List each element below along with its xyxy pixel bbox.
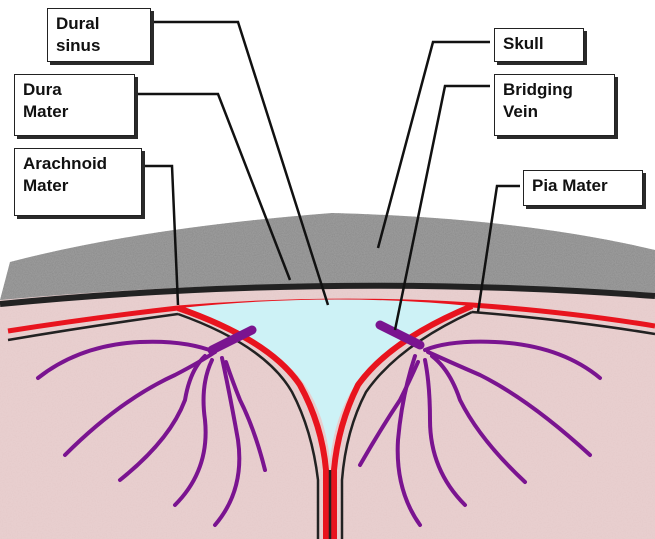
label-dura-mater: Dura Mater: [14, 74, 135, 136]
label-pia-mater: Pia Mater: [523, 170, 643, 206]
label-arachnoid-mater-line-1: Arachnoid: [23, 153, 133, 175]
label-bridging-vein-line-1: Bridging: [503, 79, 606, 101]
label-bridging-vein-line-2: Vein: [503, 101, 606, 123]
label-dural-sinus-line-2: sinus: [56, 35, 142, 57]
label-skull-line-1: Skull: [503, 33, 575, 55]
label-dura-mater-line-1: Dura: [23, 79, 126, 101]
label-pia-mater-line-1: Pia Mater: [532, 175, 634, 197]
label-bridging-vein: Bridging Vein: [494, 74, 615, 136]
label-arachnoid-mater-line-2: Mater: [23, 175, 133, 197]
label-dural-sinus: Dural sinus: [47, 8, 151, 62]
label-dura-mater-line-2: Mater: [23, 101, 126, 123]
label-skull: Skull: [494, 28, 584, 62]
label-dural-sinus-line-1: Dural: [56, 13, 142, 35]
label-arachnoid-mater: Arachnoid Mater: [14, 148, 142, 216]
